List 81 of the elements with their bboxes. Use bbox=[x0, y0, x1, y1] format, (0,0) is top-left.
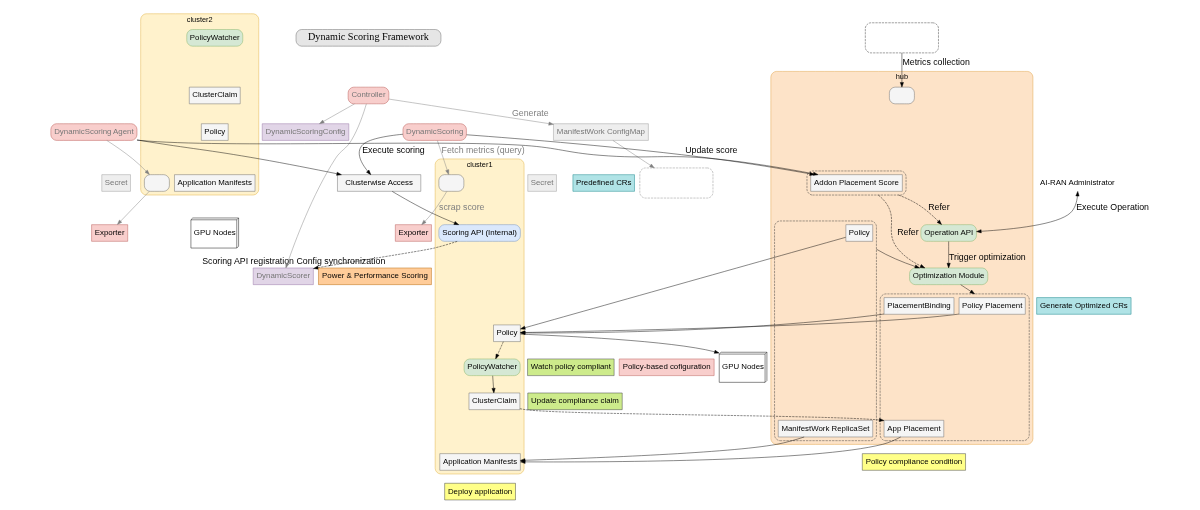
arrow bbox=[313, 241, 458, 270]
edge-label: Scoring API registration Config synchronization bbox=[202, 255, 386, 266]
arrow bbox=[946, 241, 951, 269]
node-box: Clusterwise Access bbox=[337, 174, 422, 192]
node-box: DynamicScoring Agent bbox=[50, 123, 138, 141]
arrow bbox=[520, 237, 846, 330]
arrow bbox=[359, 134, 404, 175]
arrow bbox=[520, 313, 885, 335]
node-box: Power & Performance Scoring bbox=[318, 267, 432, 285]
arrow bbox=[520, 333, 720, 354]
node-box: App Placement bbox=[883, 420, 945, 438]
node-box: Policy bbox=[493, 324, 521, 342]
edge-label: Fetch metrics (query) bbox=[441, 144, 525, 155]
arrow bbox=[319, 103, 355, 124]
node-box bbox=[889, 86, 915, 105]
node-box: Scoring API (Internal) bbox=[438, 224, 521, 242]
arrow bbox=[520, 313, 960, 335]
arrow bbox=[495, 341, 504, 360]
node-box: Deploy application bbox=[444, 483, 516, 501]
arrow bbox=[900, 52, 904, 88]
node-box bbox=[865, 22, 939, 54]
edge-label: Update score bbox=[685, 144, 738, 155]
edge-label: Refer bbox=[928, 202, 950, 213]
edge-label: scrap score bbox=[439, 202, 485, 213]
node-box: DynamicScorer bbox=[252, 267, 314, 285]
node-box: Policy bbox=[845, 224, 873, 242]
node-box: Exporter bbox=[91, 224, 128, 242]
node-box: Generate Optimized CRs bbox=[1036, 297, 1132, 315]
node-box: Application Manifests bbox=[174, 174, 256, 192]
arrow bbox=[960, 284, 975, 295]
node-box: Controller bbox=[347, 86, 390, 105]
node-box: ManifestWork ReplicaSet bbox=[778, 420, 873, 438]
node-box: Operation API bbox=[920, 224, 977, 242]
arrow bbox=[612, 140, 655, 169]
node-box: ClusterClaim bbox=[189, 86, 241, 105]
node-box: Predefined CRs bbox=[572, 174, 635, 192]
arrow bbox=[520, 436, 901, 464]
edge-label: Trigger optimization bbox=[948, 252, 1026, 263]
arrow bbox=[392, 191, 459, 225]
edge-label: Execute Operation bbox=[1076, 202, 1149, 213]
arrow bbox=[878, 194, 926, 269]
node-box: DynamicScoring bbox=[402, 123, 467, 141]
node-box: Update compliance claim bbox=[527, 392, 623, 410]
arrow bbox=[491, 375, 496, 394]
arrow bbox=[876, 248, 920, 269]
arrow bbox=[437, 140, 449, 175]
node-box: Application Manifests bbox=[439, 453, 521, 471]
arrow bbox=[421, 191, 448, 225]
edge-label: Generate bbox=[512, 107, 549, 118]
edge-label: Refer bbox=[897, 227, 919, 238]
node-box: Policy-based cofiguration bbox=[619, 358, 715, 376]
node-box: Policy Placement bbox=[958, 297, 1026, 315]
node-box: ClusterClaim bbox=[468, 392, 521, 410]
node-box: ManifestWork ConfigMap bbox=[553, 123, 649, 141]
edge-label: Metrics collection bbox=[902, 57, 970, 68]
arrow bbox=[136, 139, 342, 176]
node-box: DynamicScoringConfig bbox=[262, 123, 350, 141]
node-box: Secret bbox=[101, 174, 131, 192]
node-box bbox=[639, 167, 714, 199]
arrow bbox=[976, 191, 1080, 234]
node-box: PolicyWatcher bbox=[186, 29, 243, 47]
node-box: Exporter bbox=[395, 224, 432, 242]
node-box: PolicyWatcher bbox=[463, 358, 521, 376]
node-box bbox=[438, 174, 465, 192]
node-box: Watch policy compliant bbox=[527, 358, 615, 376]
arrow bbox=[519, 408, 885, 422]
node-box: Dynamic Scoring Framework bbox=[295, 29, 442, 47]
arrow bbox=[106, 140, 150, 175]
edge-label: Execute scoring bbox=[362, 144, 425, 155]
node-box bbox=[144, 174, 170, 192]
arrow bbox=[388, 98, 554, 126]
node-box: Optimization Module bbox=[909, 267, 988, 285]
arrow bbox=[520, 436, 805, 463]
arrow bbox=[117, 191, 150, 225]
node-box: Secret bbox=[527, 174, 557, 192]
node-box: Policy compliance condition bbox=[862, 453, 966, 471]
node-text: AI-RAN Administrator bbox=[1040, 177, 1115, 187]
arrow bbox=[285, 103, 367, 269]
node-box: Policy bbox=[201, 123, 229, 141]
node-box: PlacementBinding bbox=[883, 297, 955, 315]
arrow bbox=[898, 194, 942, 225]
